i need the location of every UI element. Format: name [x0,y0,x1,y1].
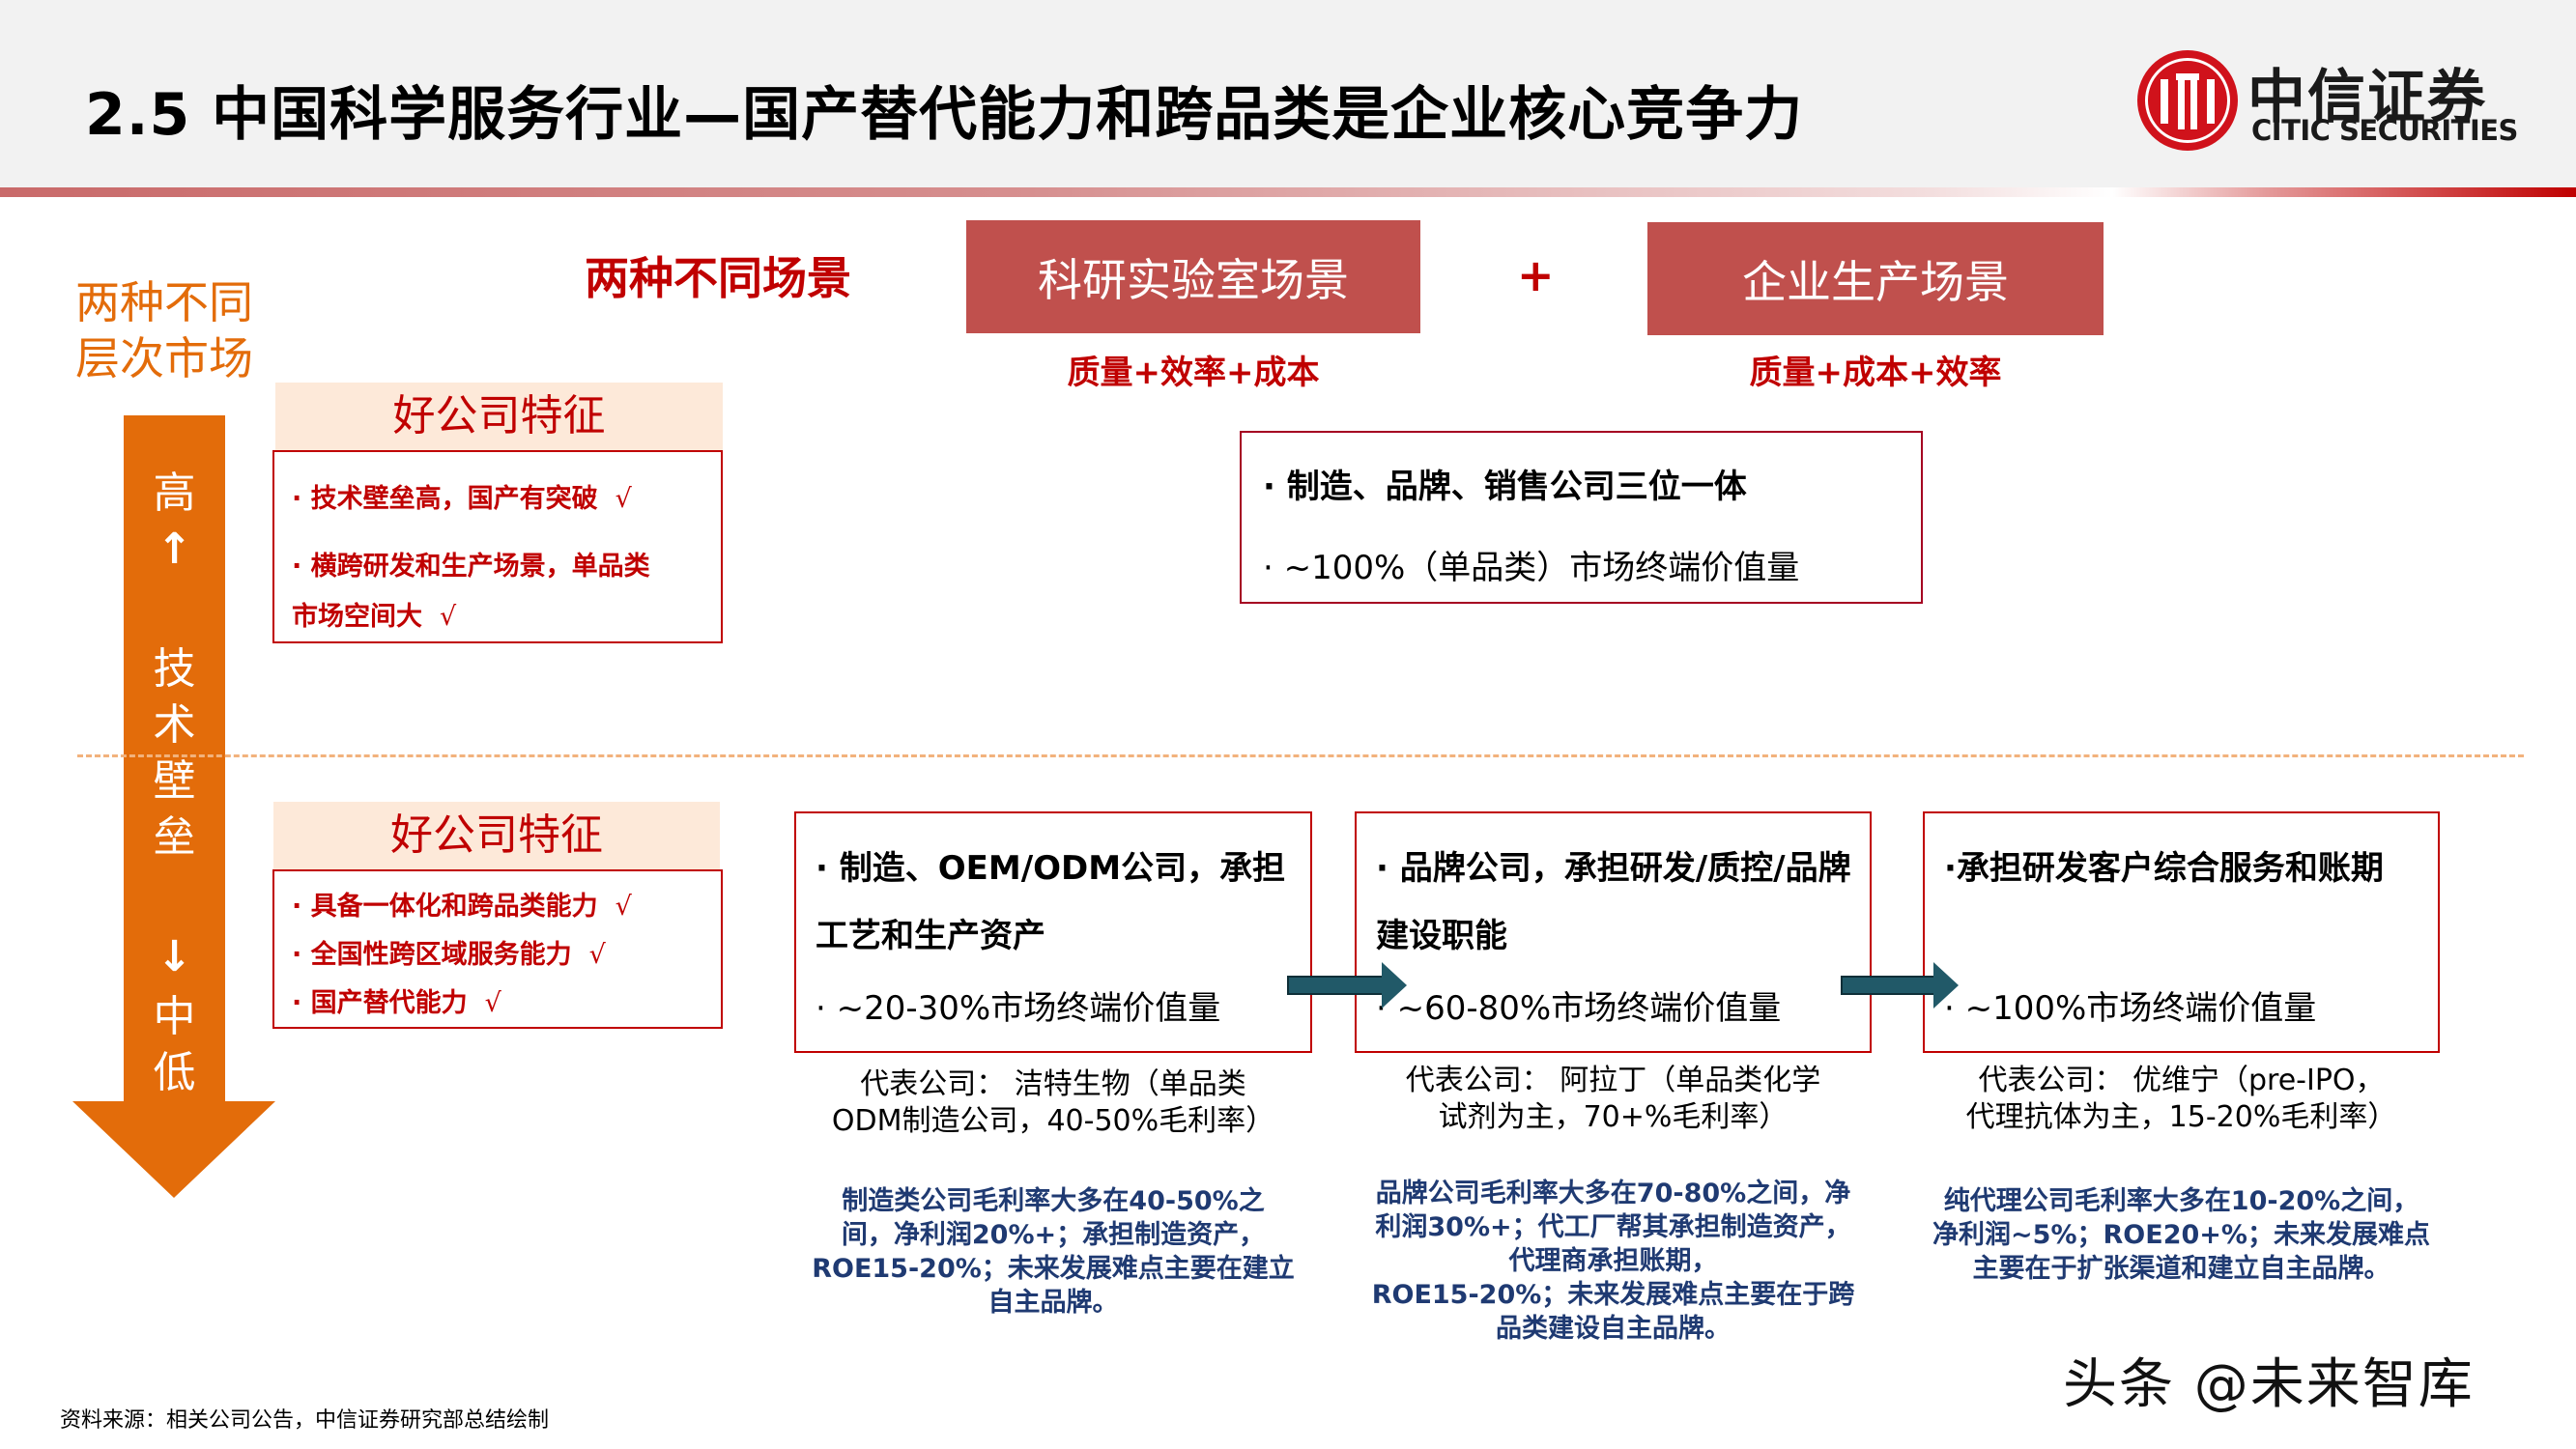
check-icon: √ [588,940,606,970]
plus-icon: + [1517,249,1555,301]
levels-title-line2: 层次市场 [75,332,253,384]
tech-barrier-arrow-head [72,1101,275,1198]
check-icon: √ [440,602,457,632]
flow-arrow-icon [1287,976,1384,995]
check-icon: √ [615,484,632,514]
source-note: 资料来源：相关公司公告，中信证券研究部总结绘制 [60,1408,550,1433]
page-title: 2.5 中国科学服务行业—国产替代能力和跨品类是企业核心竞争力 [85,81,1804,149]
features-high-heading: 好公司特征 [275,383,723,450]
feature-item: 市场空间大√ [292,602,457,632]
feature-item: · 具备一体化和跨品类能力√ [292,892,632,922]
features-mid-box: · 具备一体化和跨品类能力√ · 全国性跨区域服务能力√ · 国产替代能力√ [272,869,723,1029]
chain-note: 纯代理公司毛利率大多在10-20%之间，净利润~5%；ROE20+%；未来发展难… [1932,1186,2430,1284]
scenario-enterprise-box: 企业生产场景 [1647,222,2104,335]
feature-item: · 技术壁垒高，国产有突破√ [292,484,632,514]
chain-note: 制造类公司毛利率大多在40-50%之间，净利润20%+；承担制造资产，ROE15… [812,1186,1295,1318]
header-divider-stripe [0,187,2576,197]
level-mid-label: 中 [153,992,196,1041]
levels-title-line1: 两种不同 [75,276,253,328]
tech-barrier-char: 垒 [153,812,196,862]
features-mid-heading: 好公司特征 [273,802,720,869]
feature-item: · 横跨研发和生产场景，单品类 [292,552,650,582]
representative-company: 代表公司： 阿拉丁（单品类化学试剂为主，70+%毛利率） [1405,1064,1821,1134]
citic-logo-icon [2137,50,2238,151]
features-high-box: · 技术壁垒高，国产有突破√ · 横跨研发和生产场景，单品类 市场空间大√ [272,450,723,643]
chain-box-distributor: ·承担研发客户综合服务和账期 · ~100%市场终端价值量 [1923,811,2440,1053]
integrated-company-box: · 制造、品牌、销售公司三位一体 · ~100%（单品类）市场终端价值量 [1240,431,1923,604]
integrated-line-2: · ~100%（单品类）市场终端价值量 [1263,549,1800,587]
chain-value-share: · ~60-80%市场终端价值量 [1376,989,1782,1028]
tech-barrier-char: 技 [153,644,196,694]
flow-arrow-head-icon [1933,962,1959,1009]
level-low-label: 低 [153,1048,196,1097]
level-divider-dashed-line [77,754,2524,757]
feature-item: · 全国性跨区域服务能力√ [292,940,606,970]
scenarios-label: 两种不同场景 [585,252,851,304]
integrated-line-1: · 制造、品牌、销售公司三位一体 [1263,468,1747,506]
representative-company: 代表公司： 优维宁（pre-IPO，代理抗体为主，15-20%毛利率） [1965,1064,2397,1134]
flow-arrow-icon [1841,976,1935,995]
watermark: 头条 @未来智库 [2063,1353,2475,1416]
chain-head: · 品牌公司，承担研发/质控/品牌建设职能 [1376,849,1851,955]
check-icon: √ [615,892,632,922]
chain-value-share: · ~100%市场终端价值量 [1944,989,2317,1028]
levels-title: 两种不同 层次市场 [75,274,288,386]
flow-arrow-head-icon [1382,962,1407,1009]
chain-value-share: · ~20-30%市场终端价值量 [816,989,1221,1028]
tech-barrier-char: 壁 [153,756,196,806]
chain-head: · 制造、OEM/ODM公司，承担工艺和生产资产 [816,849,1286,955]
feature-item: · 国产替代能力√ [292,988,501,1018]
chain-box-brand: · 品牌公司，承担研发/质控/品牌建设职能 · ~60-80%市场终端价值量 [1355,811,1872,1053]
tech-barrier-arrow-shaft [124,415,225,1103]
up-arrow-icon: ↑ [157,525,192,574]
logo-text-cn: 中信证券 [2247,64,2487,131]
scenario-enterprise-caption: 质量+成本+效率 [1749,354,2002,392]
tech-barrier-char: 术 [153,700,196,750]
scenario-lab-caption: 质量+效率+成本 [1067,354,1320,392]
chain-head: ·承担研发客户综合服务和账期 [1944,849,2384,888]
down-arrow-icon: ↓ [157,932,192,981]
chain-note: 品牌公司毛利率大多在70-80%之间，净利润30%+；代工厂帮其承担制造资产，代… [1371,1179,1855,1344]
chain-box-manufacturer: · 制造、OEM/ODM公司，承担工艺和生产资产 · ~20-30%市场终端价值… [794,811,1312,1053]
check-icon: √ [484,988,501,1018]
logo-text-en: CITIC SECURITIES [2251,114,2518,147]
level-high-label: 高 [153,469,196,518]
scenario-lab-box: 科研实验室场景 [966,220,1420,333]
